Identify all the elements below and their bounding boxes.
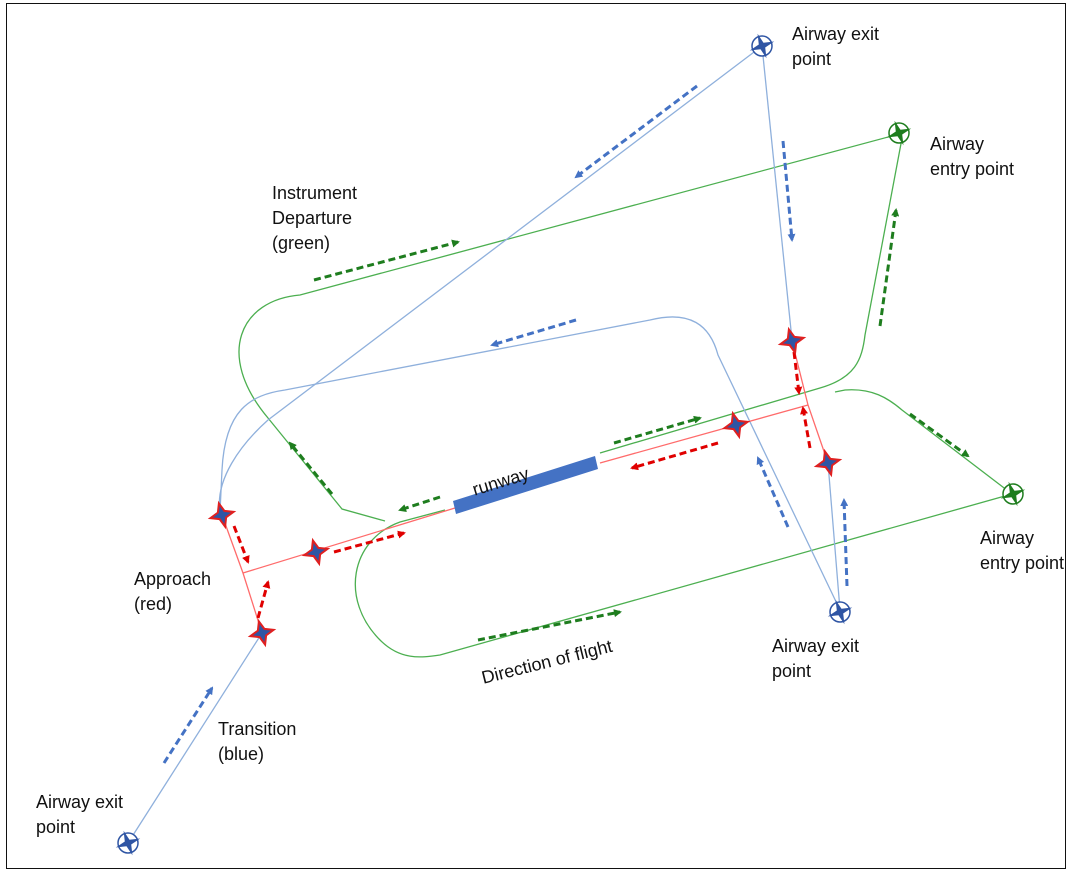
approach-waypoint-icon — [813, 448, 843, 478]
approach-waypoint-icon — [301, 537, 331, 567]
direction-arrow-green — [477, 609, 622, 642]
label-approach: Approach(red) — [134, 569, 212, 614]
airway-point-icon — [749, 33, 775, 59]
direction-arrow-red — [630, 441, 719, 471]
approach-waypoint-icon — [777, 326, 807, 356]
direction-arrow-red — [333, 530, 406, 554]
approach-line-west — [221, 514, 263, 634]
direction-arrow-green — [613, 415, 702, 445]
approach-waypoint-icon — [207, 500, 237, 530]
direction-arrow-red — [256, 580, 271, 619]
airway-point-icon — [115, 830, 141, 856]
departure-route-east — [834, 389, 1013, 495]
direction-arrow-red — [800, 406, 812, 449]
transition-route-bottom-right — [827, 462, 841, 611]
approach-final-west — [242, 507, 456, 574]
diagram-frame — [6, 3, 1066, 869]
direction-arrow-blue — [840, 498, 849, 587]
direction-arrow-green — [909, 412, 970, 458]
approach-waypoint-icon — [247, 618, 277, 648]
departure-route-south — [354, 493, 1013, 658]
direction-arrow-blue — [756, 456, 790, 528]
airway-point-icon — [827, 599, 853, 625]
runway — [453, 456, 598, 514]
transition-route-top-right — [761, 45, 793, 341]
approach-waypoint-icon — [721, 410, 751, 440]
direction-arrow-green — [398, 495, 441, 512]
direction-arrow-blue — [490, 318, 577, 348]
direction-arrow-green — [878, 208, 900, 327]
transition-route-bottom-left — [127, 632, 263, 844]
direction-arrow-blue — [574, 84, 698, 179]
direction-arrow-blue — [781, 140, 796, 242]
label-transition: Transition(blue) — [218, 719, 297, 764]
direction-arrow-blue — [162, 686, 214, 764]
transition-route-loop — [219, 316, 841, 611]
transition-route-top — [218, 45, 763, 513]
airway-point-icon — [886, 120, 912, 146]
direction-arrow-green — [288, 441, 334, 495]
airway-point-icon — [1000, 481, 1026, 507]
direction-arrow-red — [792, 351, 803, 395]
departure-route-north — [238, 132, 904, 522]
departure-route-northeast — [599, 132, 904, 454]
approach-final-east — [599, 404, 809, 464]
direction-arrow-green — [313, 239, 460, 282]
direction-arrow-red — [232, 525, 250, 564]
